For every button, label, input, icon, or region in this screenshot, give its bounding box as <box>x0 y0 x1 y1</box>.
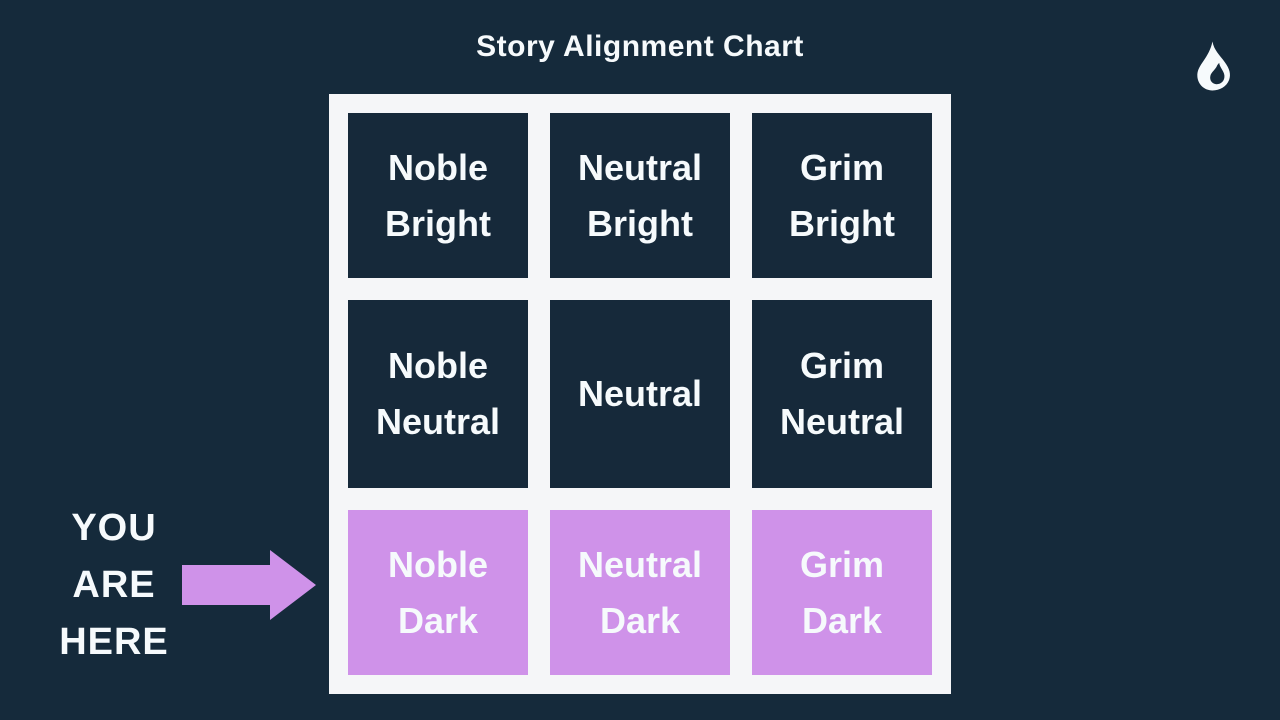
you-are-here-line: ARE <box>72 564 156 606</box>
alignment-cell-noble-bright: Noble Bright <box>348 113 528 278</box>
you-are-here-line: HERE <box>59 621 169 663</box>
alignment-cell-noble-dark: Noble Dark <box>348 510 528 675</box>
you-are-here-line: YOU <box>71 507 157 549</box>
alignment-cell-grim-bright: Grim Bright <box>752 113 932 278</box>
you-are-here-label: YOU ARE HERE <box>38 500 190 671</box>
alignment-cell-neutral-bright: Neutral Bright <box>550 113 730 278</box>
page-title: Story Alignment Chart <box>476 30 804 63</box>
flame-icon <box>1197 41 1230 91</box>
alignment-cell-noble-neutral: Noble Neutral <box>348 300 528 488</box>
right-arrow-icon <box>182 550 316 620</box>
alignment-cell-grim-dark: Grim Dark <box>752 510 932 675</box>
alignment-grid: Noble Bright Neutral Bright Grim Bright … <box>329 94 951 694</box>
alignment-cell-neutral-dark: Neutral Dark <box>550 510 730 675</box>
alignment-cell-grim-neutral: Grim Neutral <box>752 300 932 488</box>
alignment-cell-neutral: Neutral <box>550 300 730 488</box>
